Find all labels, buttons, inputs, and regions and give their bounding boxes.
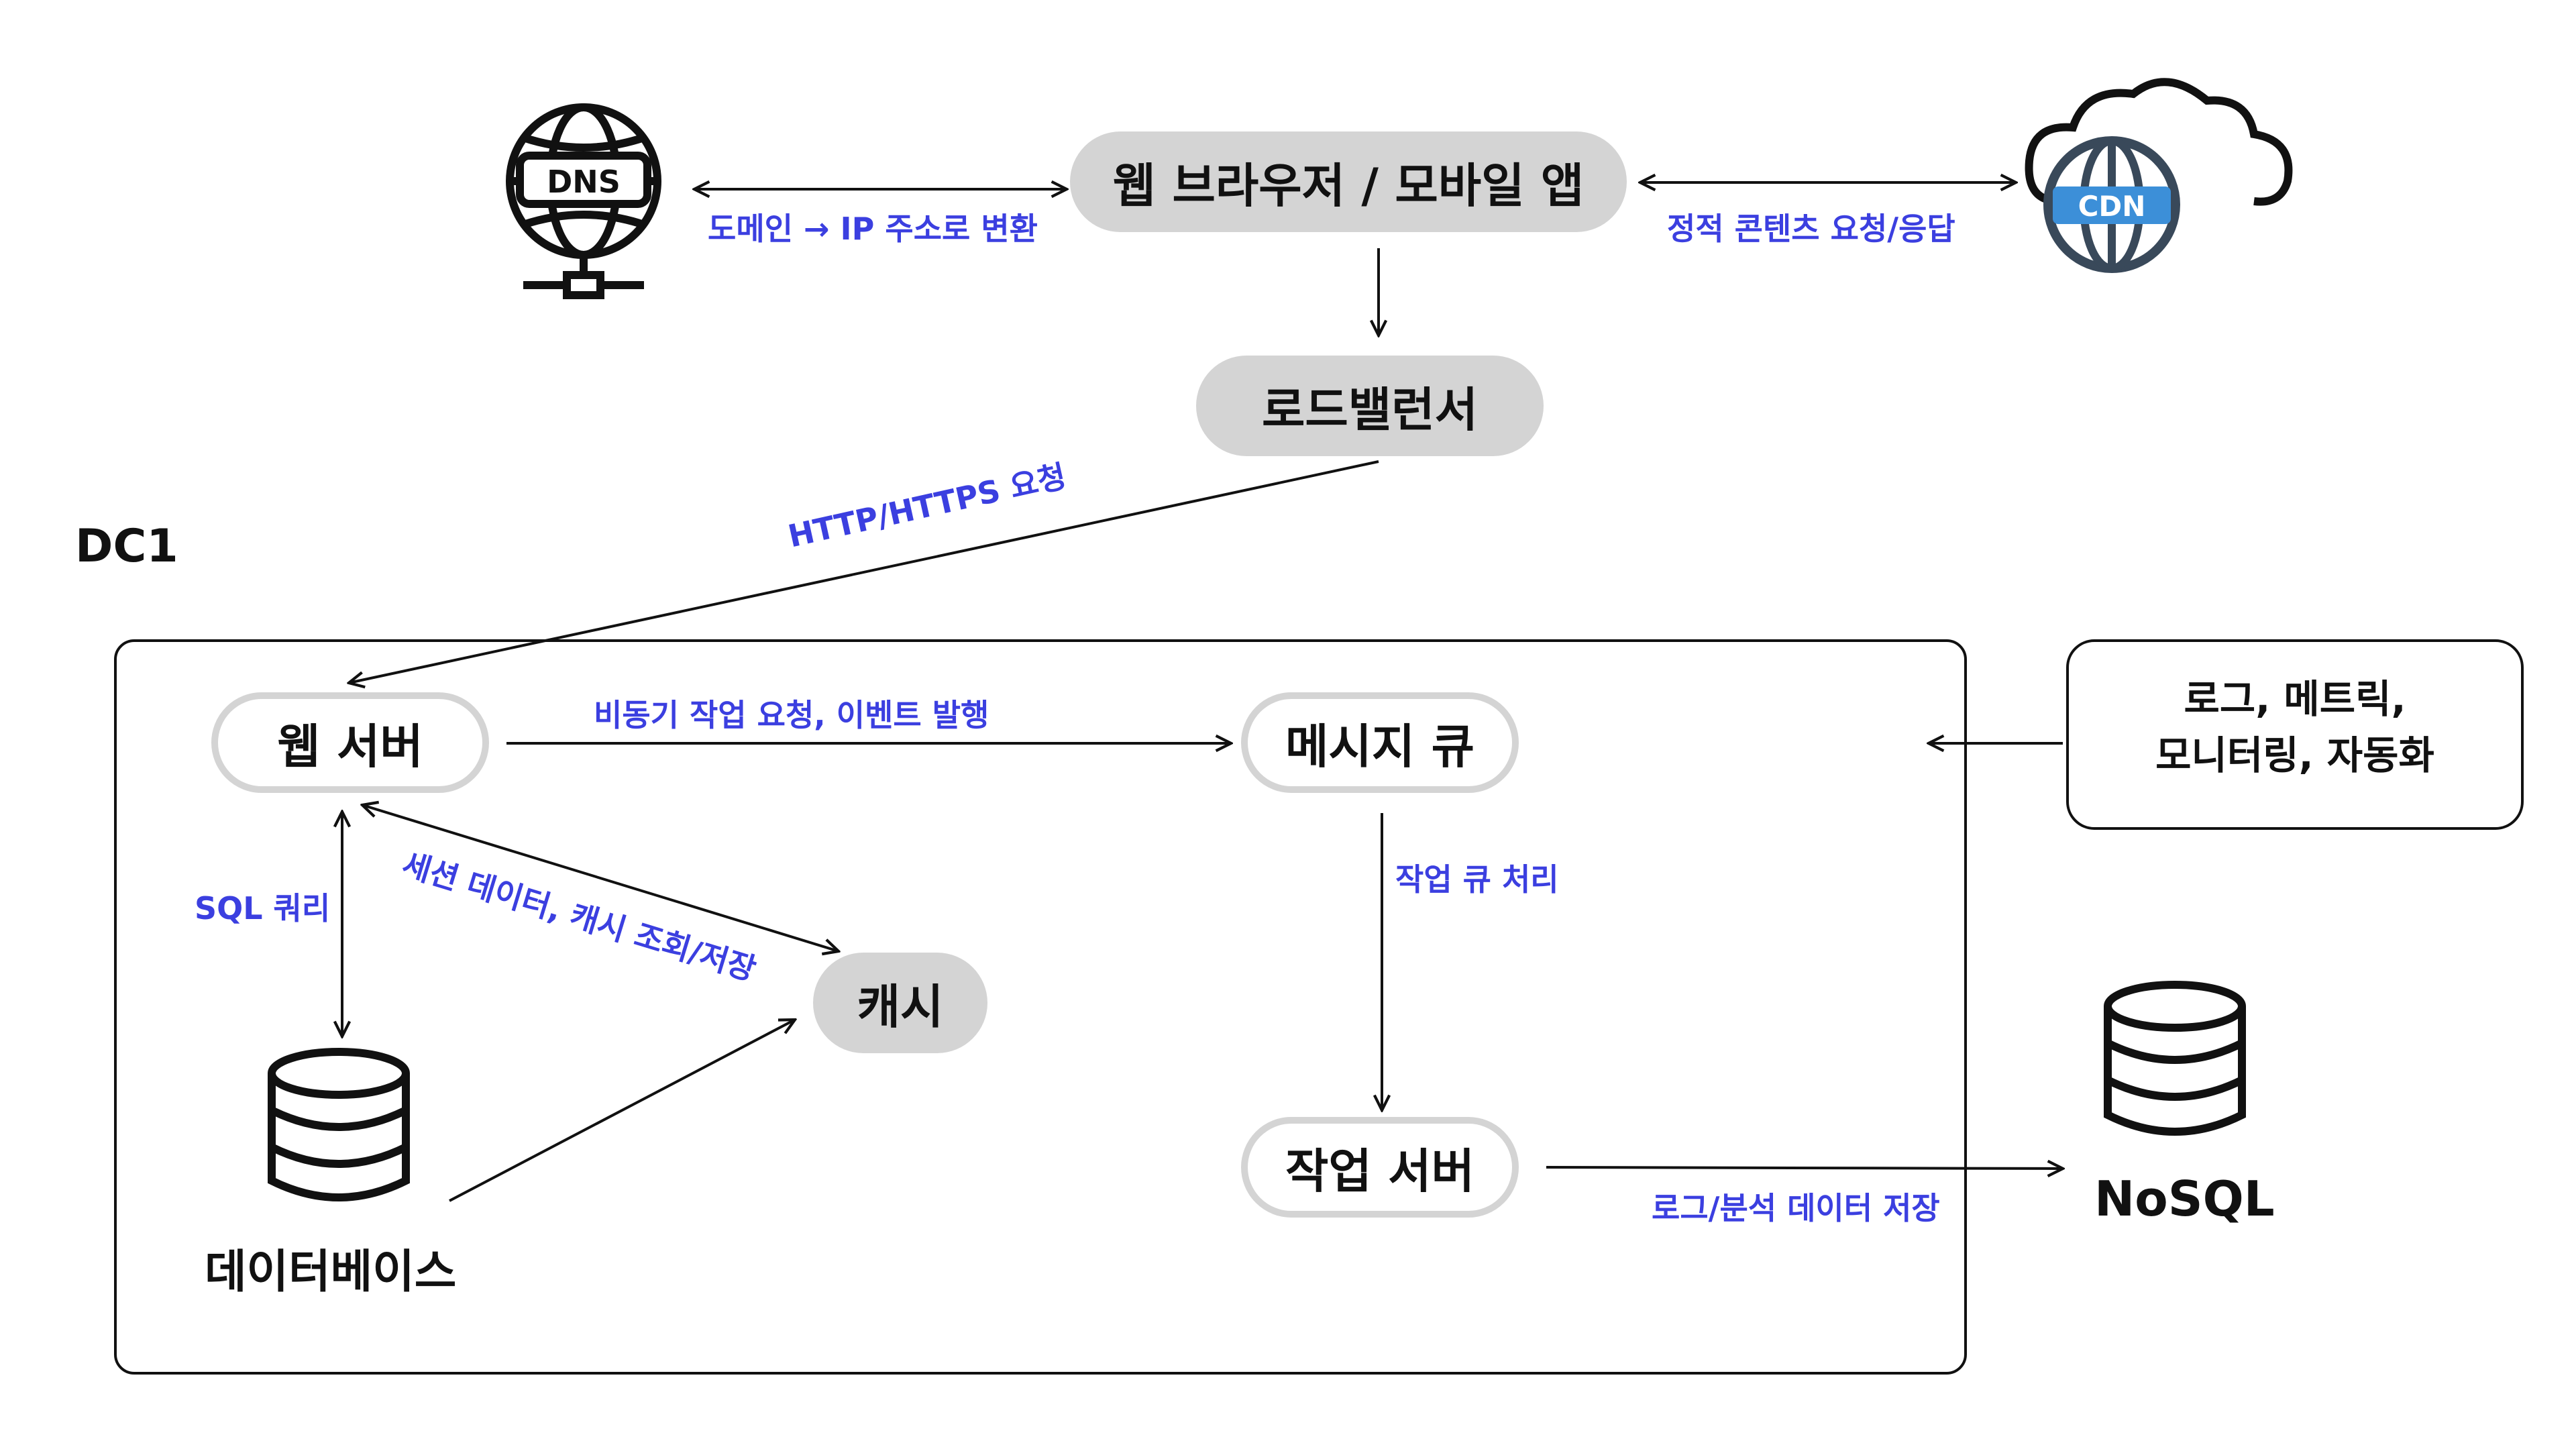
edge-lb-web [349,460,1379,683]
nosql-label: NoSQL [2094,1171,2275,1227]
database-icon [268,1048,410,1201]
monitoring-line-1: 로그, 메트릭, [2184,676,2406,722]
edge-web-cache [362,805,839,951]
edge-label-queue-worker: 작업 큐 처리 [1395,861,1559,898]
edge-db-cache [449,1020,795,1202]
load-balancer-node[interactable]: 로드밸런서 [1196,356,1544,456]
dns-globe-icon [506,103,661,299]
monitoring-text: 로그, 메트릭, 모니터링, 자동화 [2068,671,2522,784]
cache-node[interactable]: 캐시 [813,953,987,1053]
message-queue-node[interactable]: 메시지 큐 [1241,692,1519,793]
edge-label-browser-cdn: 정적 콘텐츠 요청/응답 [1667,211,1955,247]
edge-label-web-db: SQL 쿼리 [195,890,331,926]
monitoring-line-2: 모니터링, 자동화 [2155,733,2434,778]
dc1-label: DC1 [75,520,178,573]
dc1-container [114,639,1967,1375]
edge-label-worker-nosql: 로그/분석 데이터 저장 [1652,1190,1940,1226]
dns-icon-text: DNS [547,164,621,200]
edge-label-web-queue: 비동기 작업 요청, 이벤트 발행 [594,697,989,733]
edge-label-dns-browser: 도메인 → IP 주소로 변환 [708,211,1038,247]
web-server-node[interactable]: 웹 서버 [211,692,489,793]
database-label: 데이터베이스 [205,1246,457,1299]
worker-node[interactable]: 작업 서버 [1241,1117,1519,1218]
cdn-icon-text: CDN [2078,190,2146,223]
browser-node[interactable]: 웹 브라우저 / 모바일 앱 [1070,131,1627,232]
monitoring-box [2066,639,2524,830]
nosql-database-icon [2104,981,2246,1136]
cdn-cloud-icon [2025,78,2293,273]
edge-worker-nosql [1546,1167,2063,1169]
